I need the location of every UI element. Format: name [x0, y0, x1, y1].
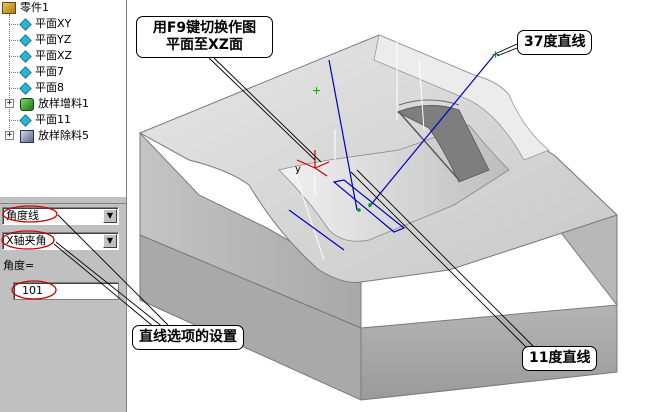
callout-f9: 用F9键切换作图 平面至XZ面	[136, 16, 273, 58]
tree-item-plane-xz[interactable]: 平面XZ	[19, 48, 73, 64]
tree-item-plane-8[interactable]: 平面8	[19, 80, 64, 96]
tree-item-label: 平面8	[35, 81, 64, 94]
line-11deg	[328, 59, 358, 211]
line-37deg	[368, 53, 496, 208]
tree-item-plane-7[interactable]: 平面7	[19, 64, 64, 80]
callout-settings-text: 直线选项的设置	[139, 329, 237, 345]
sketch-points: + +	[312, 48, 500, 212]
loft-cut-icon	[20, 129, 34, 143]
tree-item-label: 平面7	[35, 65, 64, 78]
feature-tree: 零件1 平面XY 平面YZ 平面XZ 平面7 平面8 + 放样增料1 平面	[0, 0, 125, 196]
tree-item-plane-11[interactable]: 平面11	[19, 112, 71, 128]
sketch-rect	[332, 179, 406, 233]
plane-icon	[19, 49, 32, 63]
tree-item-label: 平面XY	[35, 17, 72, 30]
tree-item-plane-yz[interactable]: 平面YZ	[19, 32, 72, 48]
line-type-value: 角度线	[6, 209, 39, 222]
callout-leaders	[208, 43, 538, 357]
slot-groove	[396, 105, 490, 183]
callout-f9-text: 用F9键切换作图 平面至XZ面	[152, 20, 257, 53]
angle-ref-value: X轴夹角	[6, 234, 47, 247]
expand-toggle[interactable]: +	[5, 130, 14, 140]
plane-icon	[19, 113, 32, 127]
groove-edge	[398, 111, 460, 181]
dropdown-arrow-icon[interactable]: ▼	[103, 209, 117, 223]
plane-icon	[19, 17, 32, 31]
plane-icon	[19, 33, 32, 47]
sketch-lines	[288, 53, 496, 251]
panel-splitter[interactable]	[0, 196, 126, 204]
callout-37deg: 37度直线	[517, 30, 593, 55]
angle-label: 角度=	[3, 259, 35, 272]
tree-connector	[9, 120, 18, 121]
tree-connector	[9, 24, 18, 25]
3d-viewport[interactable]: + + y 用F9键切换作图 平面至XZ面 37度直线 11度直线	[129, 0, 649, 412]
model-drawing: + + y	[138, 34, 618, 401]
callout-settings: 直线选项的设置	[132, 325, 244, 350]
tree-item-label: 放样增料1	[38, 97, 89, 110]
tree-item-loft-cut[interactable]: 放样除料5	[20, 128, 89, 144]
tree-item-label: 平面11	[35, 113, 71, 126]
expand-toggle[interactable]: +	[5, 98, 14, 108]
tree-item-label: 放样除料5	[38, 129, 89, 142]
tree-connector	[9, 14, 10, 136]
plane-icon	[19, 65, 32, 79]
svg-text:+: +	[312, 84, 321, 97]
ridge-highlight	[373, 34, 550, 161]
angle-input[interactable]: 101	[13, 282, 119, 300]
part-icon	[2, 2, 16, 14]
callout-11deg-text: 11度直线	[529, 350, 591, 366]
tree-root[interactable]: 零件1	[2, 0, 49, 16]
plane-icon	[19, 81, 32, 95]
properties-panel: 角度线 ▼ X轴夹角 ▼ 角度= 101	[0, 204, 126, 412]
tree-connector	[9, 72, 18, 73]
angle-input-value: 101	[22, 284, 43, 297]
tree-item-plane-xy[interactable]: 平面XY	[19, 16, 72, 32]
tree-item-loft-add[interactable]: 放样增料1	[20, 96, 89, 112]
tree-root-label: 零件1	[20, 1, 49, 14]
angle-ref-select[interactable]: X轴夹角 ▼	[2, 232, 119, 250]
tree-item-label: 平面YZ	[35, 33, 72, 46]
axis-y-label: y	[295, 164, 301, 175]
callout-11deg: 11度直线	[522, 346, 598, 371]
tree-item-label: 平面XZ	[35, 49, 73, 62]
dropdown-arrow-icon[interactable]: ▼	[103, 234, 117, 248]
svg-text:+: +	[491, 48, 500, 61]
tree-connector	[9, 88, 18, 89]
line-type-select[interactable]: 角度线 ▼	[2, 207, 119, 225]
loft-add-icon	[20, 97, 34, 111]
front-face-right	[360, 304, 618, 401]
axis-triad-icon	[296, 150, 330, 177]
tree-connector	[9, 40, 18, 41]
left-panel: 零件1 平面XY 平面YZ 平面XZ 平面7 平面8 + 放样增料1 平面	[0, 0, 127, 412]
tree-connector	[9, 56, 18, 57]
callout-37deg-text: 37度直线	[524, 34, 586, 50]
